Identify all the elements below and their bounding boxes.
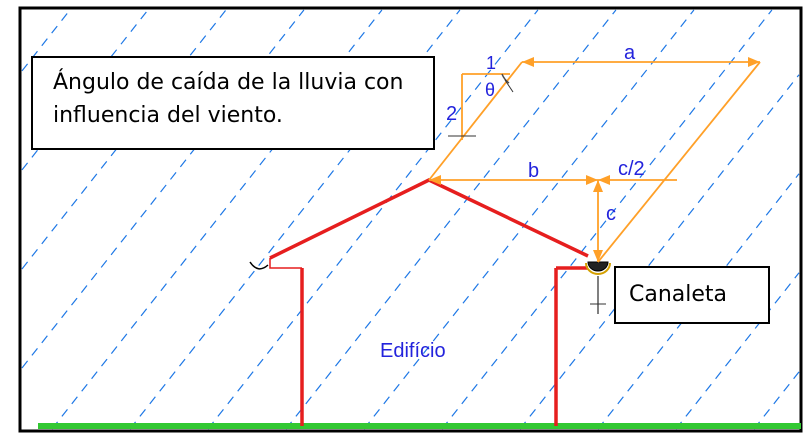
dimension-c-label: c <box>606 203 616 225</box>
rain-line <box>441 9 773 430</box>
rain-line <box>21 9 305 369</box>
angle-arc <box>501 73 510 84</box>
dimension-arrowheads <box>429 57 760 262</box>
building-label: Edifício <box>380 340 446 362</box>
rain-line <box>51 9 383 430</box>
dimension-b-label: b <box>528 160 539 182</box>
dimension-c-half-label: c/2 <box>618 158 645 180</box>
rain-angle-callout: Ángulo de caída de la lluvia con influen… <box>31 56 435 150</box>
rain-line <box>207 9 539 430</box>
dimension-a-label: a <box>624 42 636 64</box>
rain-line <box>675 272 800 430</box>
rain-line <box>753 371 800 430</box>
gutter-callout-text: Canaleta <box>629 282 728 307</box>
rain-line <box>129 9 461 430</box>
rain-line <box>285 9 617 430</box>
gutter-callout: Canaleta <box>614 266 770 324</box>
angle-ticks <box>448 79 606 305</box>
rain-line <box>21 9 71 72</box>
rain-angle-construction <box>428 61 761 263</box>
angle-label: θ <box>485 80 495 100</box>
left-eave <box>269 258 302 269</box>
slope-run-label: 1 <box>486 53 496 73</box>
rain-angle-callout-text: Ángulo de caída de la lluvia con influen… <box>53 70 404 128</box>
left-gutter <box>249 261 269 270</box>
gutter-rim <box>585 262 611 275</box>
rain-line <box>363 9 695 430</box>
roof <box>269 178 589 260</box>
slope-rise-label: 2 <box>446 103 457 125</box>
rain-line <box>519 74 800 430</box>
gutter <box>587 261 609 272</box>
slope-line-left <box>428 61 523 181</box>
diagram-frame <box>18 6 803 433</box>
slope-line-right <box>597 61 761 263</box>
